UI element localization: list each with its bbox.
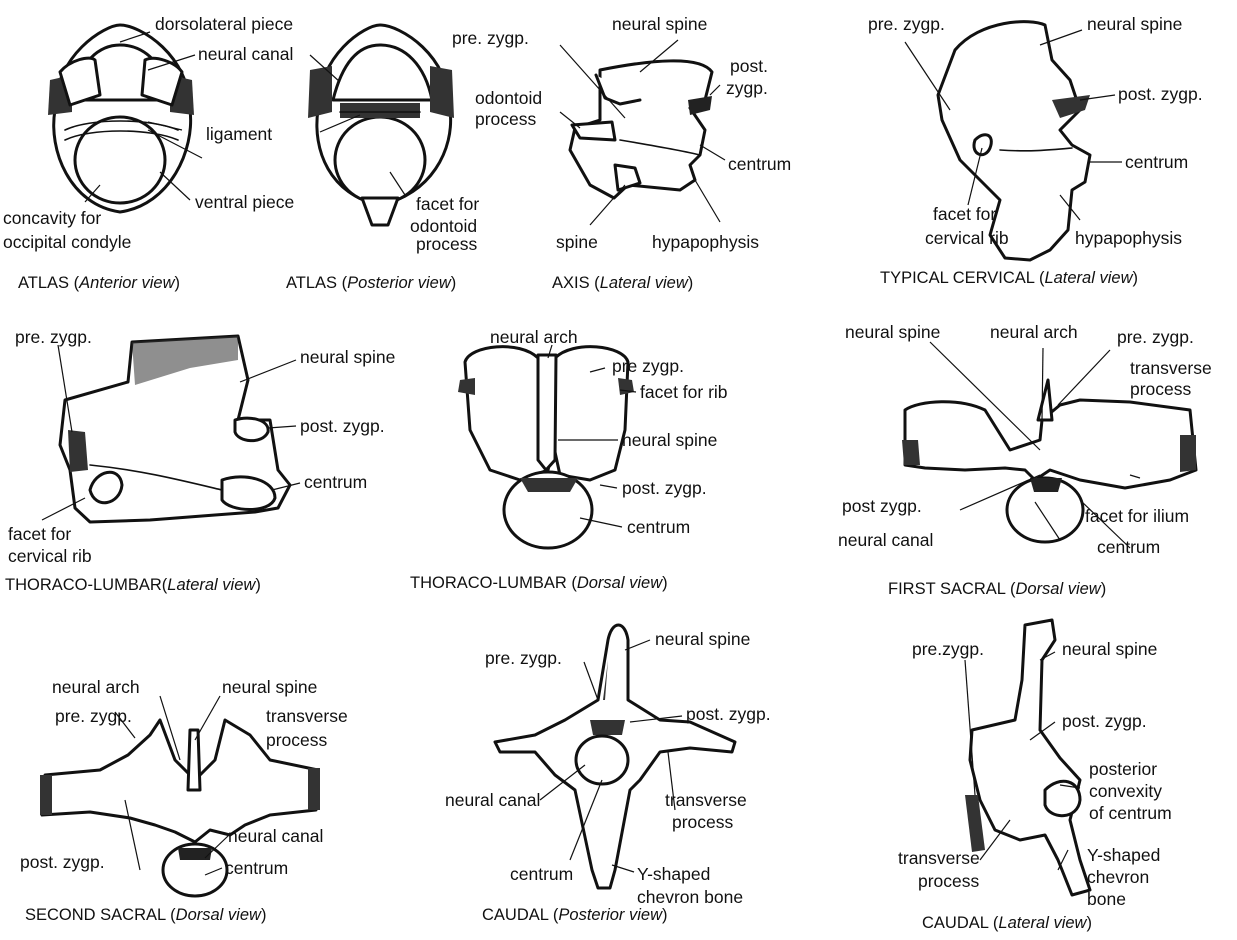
label-hypapophysis: hypapophysis bbox=[1075, 228, 1182, 248]
caption-thoraco-lumbar-lateral: THORACO-LUMBAR(Lateral view) bbox=[5, 576, 261, 594]
label-y-shaped: Y-shaped bbox=[1087, 845, 1160, 865]
caption-typical-cervical: TYPICAL CERVICAL (Lateral view) bbox=[880, 269, 1138, 287]
label-post-zygp: post. zygp. bbox=[622, 478, 707, 498]
label-transverse: transverse bbox=[665, 790, 747, 810]
label-pre-zygp: pre.zygp. bbox=[912, 639, 984, 659]
label-pre-zygp: pre. zygp. bbox=[485, 648, 562, 668]
label-neural-spine: neural spine bbox=[1062, 639, 1157, 659]
typical-cervical-drawing bbox=[938, 22, 1090, 260]
label-transverse: transverse bbox=[266, 706, 348, 726]
label-zygp: zygp. bbox=[726, 78, 768, 98]
label-post-zygp: post. zygp. bbox=[20, 852, 105, 872]
label-process: process bbox=[918, 871, 980, 891]
label-neural-spine: neural spine bbox=[612, 14, 707, 34]
label-neural-canal: neural canal bbox=[198, 44, 293, 64]
label-spine: spine bbox=[556, 232, 598, 252]
label-post-zygp: post. zygp. bbox=[1062, 711, 1147, 731]
label-odontoid: odontoid bbox=[410, 216, 477, 236]
label-post-zygp: post. zygp. bbox=[686, 704, 771, 724]
label-ventral-piece: ventral piece bbox=[195, 192, 294, 212]
label-facet-for-rib: facet for rib bbox=[640, 382, 728, 402]
label-neural-spine: neural spine bbox=[300, 347, 395, 367]
label-chevron-bone: chevron bone bbox=[637, 887, 743, 907]
label-cervical-rib: cervical rib bbox=[925, 228, 1009, 248]
label-neural-canal: neural canal bbox=[838, 530, 933, 550]
label-post-zygp: post. zygp. bbox=[1118, 84, 1203, 104]
label-post-zygp: post. zygp. bbox=[300, 416, 385, 436]
label-facet-for: facet for bbox=[8, 524, 71, 544]
label-centrum: centrum bbox=[225, 858, 288, 878]
axis-lateral-drawing bbox=[570, 61, 712, 198]
label-neural-spine: neural spine bbox=[622, 430, 717, 450]
label-odontoid: odontoid bbox=[475, 88, 542, 108]
label-post-zygp: post zygp. bbox=[842, 496, 922, 516]
label-transverse: transverse bbox=[1130, 358, 1212, 378]
caption-axis-lateral: AXIS (Lateral view) bbox=[552, 274, 693, 292]
label-concavity-for: concavity for bbox=[3, 208, 101, 228]
label-hypapophysis: hypapophysis bbox=[652, 232, 759, 252]
label-neural-spine: neural spine bbox=[222, 677, 317, 697]
label-bone: bone bbox=[1087, 889, 1126, 909]
label-centrum: centrum bbox=[1125, 152, 1188, 172]
label-post: post. bbox=[730, 56, 768, 76]
label-occipital-condyle: occipital condyle bbox=[3, 232, 131, 252]
label-cervical-rib: cervical rib bbox=[8, 546, 92, 566]
label-of-centrum: of centrum bbox=[1089, 803, 1172, 823]
caudal-lateral-drawing bbox=[965, 620, 1090, 895]
caption-first-sacral: FIRST SACRAL (Dorsal view) bbox=[888, 580, 1106, 598]
label-centrum: centrum bbox=[728, 154, 791, 174]
label-facet-for-ilium: facet for ilium bbox=[1085, 506, 1189, 526]
label-centrum: centrum bbox=[627, 517, 690, 537]
label-transverse: transverse bbox=[898, 848, 980, 868]
caption-caudal-lateral: CAUDAL (Lateral view) bbox=[922, 914, 1092, 932]
label-pre-zygp: pre. zygp. bbox=[55, 706, 132, 726]
label-pre-zygp: pre zygp. bbox=[612, 356, 684, 376]
thoraco-lumbar-dorsal-drawing bbox=[458, 347, 634, 548]
label-process: process bbox=[672, 812, 734, 832]
label-pre-zygp: pre. zygp. bbox=[868, 14, 945, 34]
label-pre-zygp: pre. zygp. bbox=[452, 28, 529, 48]
label-neural-canal: neural canal bbox=[228, 826, 323, 846]
caption-atlas-anterior: ATLAS (Anterior view) bbox=[18, 274, 180, 292]
label-neural-arch: neural arch bbox=[52, 677, 140, 697]
caption-thoraco-lumbar-dorsal: THORACO-LUMBAR (Dorsal view) bbox=[410, 574, 668, 592]
label-dorsolateral-piece: dorsolateral piece bbox=[155, 14, 293, 34]
caption-caudal-posterior: CAUDAL (Posterior view) bbox=[482, 906, 668, 924]
label-process: process bbox=[416, 234, 478, 254]
thoraco-lumbar-lateral-drawing bbox=[60, 336, 290, 522]
label-pre-zygp: pre. zygp. bbox=[15, 327, 92, 347]
label-neural-arch: neural arch bbox=[990, 322, 1078, 342]
label-neural-spine: neural spine bbox=[1087, 14, 1182, 34]
label-process: process bbox=[475, 109, 537, 129]
label-convexity: convexity bbox=[1089, 781, 1162, 801]
label-chevron: chevron bbox=[1087, 867, 1149, 887]
label-process: process bbox=[1130, 379, 1192, 399]
label-neural-spine: neural spine bbox=[655, 629, 750, 649]
label-facet-for: facet for bbox=[416, 194, 479, 214]
caption-second-sacral: SECOND SACRAL (Dorsal view) bbox=[25, 906, 266, 924]
label-neural-arch: neural arch bbox=[490, 327, 578, 347]
label-facet-for: facet for bbox=[933, 204, 996, 224]
label-neural-canal: neural canal bbox=[445, 790, 540, 810]
caption-atlas-posterior: ATLAS (Posterior view) bbox=[286, 274, 456, 292]
label-centrum: centrum bbox=[304, 472, 367, 492]
label-neural-spine: neural spine bbox=[845, 322, 940, 342]
label-process: process bbox=[266, 730, 328, 750]
label-pre-zygp: pre. zygp. bbox=[1117, 327, 1194, 347]
label-centrum: centrum bbox=[1097, 537, 1160, 557]
label-posterior: posterior bbox=[1089, 759, 1157, 779]
label-ligament: ligament bbox=[206, 124, 272, 144]
label-y-shaped: Y-shaped bbox=[637, 864, 710, 884]
label-centrum: centrum bbox=[510, 864, 573, 884]
